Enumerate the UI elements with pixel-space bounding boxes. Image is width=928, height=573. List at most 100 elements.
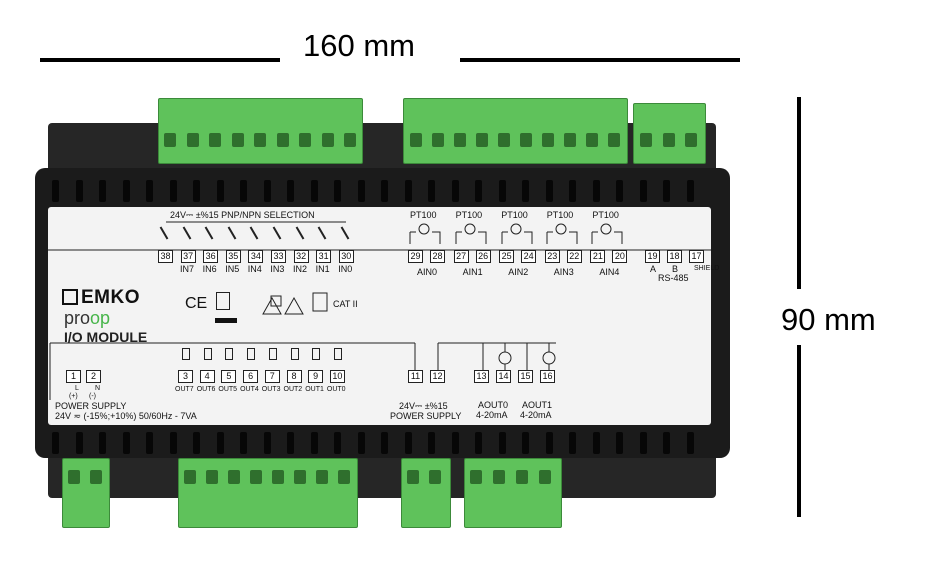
input-terminal-box: 31 bbox=[316, 250, 332, 263]
analog-input-label: AIN2 bbox=[508, 267, 529, 277]
height-dimension-line-top bbox=[797, 97, 801, 289]
vent-slot bbox=[522, 432, 529, 454]
front-label-panel bbox=[48, 207, 711, 425]
input-label: IN2 bbox=[293, 264, 308, 274]
connector-pin bbox=[228, 470, 240, 484]
analog-input-label: AIN1 bbox=[462, 267, 483, 277]
vent-slot bbox=[216, 180, 224, 202]
width-dimension-label: 160 mm bbox=[303, 28, 415, 63]
connector-pin bbox=[542, 133, 554, 147]
vent-slot bbox=[334, 432, 341, 454]
vent-slot bbox=[310, 432, 318, 454]
input-terminal-box: 36 bbox=[203, 250, 219, 263]
connector-aout-bottom bbox=[464, 458, 562, 528]
vent-slot bbox=[569, 180, 576, 202]
vent-slot bbox=[451, 432, 459, 454]
connector-pin bbox=[586, 133, 598, 147]
vent-slot bbox=[404, 432, 412, 454]
connector-analog-inputs-top bbox=[403, 98, 628, 164]
connector-pin bbox=[68, 470, 80, 484]
vent-slot bbox=[545, 180, 553, 202]
vent-slot bbox=[592, 432, 600, 454]
vent-slot bbox=[616, 180, 623, 202]
output-terminal-box: 9 bbox=[308, 370, 324, 383]
vent-slot bbox=[240, 432, 247, 454]
connector-pin bbox=[608, 133, 620, 147]
output-terminal-box: 7 bbox=[264, 370, 280, 383]
vent-slot bbox=[498, 432, 506, 454]
input-terminal-box: 38 bbox=[158, 250, 173, 263]
vent-slot bbox=[193, 180, 200, 202]
connector-pin bbox=[685, 133, 697, 147]
vent-slot bbox=[263, 180, 271, 202]
rs485-title: RS-485 bbox=[658, 273, 689, 283]
analog-input-terminal-box: 24 bbox=[521, 250, 537, 263]
input-terminal-box: 33 bbox=[271, 250, 286, 263]
input-label: IN6 bbox=[202, 264, 217, 274]
connector-pin bbox=[662, 133, 675, 147]
pt100-label: PT100 bbox=[455, 210, 483, 220]
vent-slot bbox=[522, 180, 529, 202]
product-prefix: pro bbox=[64, 308, 91, 328]
input-label: IN5 bbox=[225, 264, 240, 274]
analog-input-terminal-box: 27 bbox=[453, 250, 469, 263]
output-label: OUT0 bbox=[326, 386, 346, 393]
vent-slot bbox=[52, 432, 59, 454]
product-suffix: op bbox=[90, 308, 111, 328]
analog-input-label: AIN0 bbox=[417, 267, 438, 277]
pt100-label: PT100 bbox=[501, 210, 528, 220]
logo-text: EMKO bbox=[81, 287, 140, 308]
supply-terminal-box: 12 bbox=[430, 370, 445, 383]
ce-mark: CE bbox=[185, 295, 208, 312]
height-dimension-line-bottom bbox=[797, 345, 801, 517]
connector-pin bbox=[316, 470, 328, 484]
rs485-terminal-box: 19 bbox=[645, 250, 660, 263]
vent-slot bbox=[146, 432, 153, 454]
aout-range: 4-20mA bbox=[476, 410, 508, 420]
connector-pin bbox=[564, 133, 576, 147]
vent-slot bbox=[428, 432, 435, 454]
analog-input-terminal-box: 23 bbox=[544, 250, 560, 263]
vent-slot bbox=[75, 432, 83, 454]
vent-slot bbox=[475, 180, 482, 202]
cat-rating: CAT II bbox=[333, 299, 358, 309]
product-name: proop bbox=[64, 308, 110, 329]
connector-supply-bottom bbox=[401, 458, 451, 528]
output-label: OUT3 bbox=[261, 386, 281, 393]
output-relay-icon bbox=[312, 348, 321, 360]
input-label: IN1 bbox=[315, 264, 330, 274]
vent-slot bbox=[216, 432, 224, 454]
vent-slot bbox=[146, 180, 153, 202]
vent-slot bbox=[357, 180, 365, 202]
connector-pin bbox=[454, 133, 466, 147]
vent-slot bbox=[592, 180, 600, 202]
connector-pin bbox=[184, 470, 196, 484]
analog-input-terminal-box: 22 bbox=[566, 250, 582, 263]
rs485-terminal-box: 17 bbox=[689, 250, 704, 263]
output-terminal-box: 10 bbox=[329, 370, 345, 383]
emko-logo: EMKO bbox=[62, 287, 140, 309]
connector-pin bbox=[520, 133, 532, 147]
connector-pin bbox=[321, 133, 334, 147]
pt100-label: PT100 bbox=[592, 210, 619, 220]
vent-slot bbox=[357, 432, 365, 454]
vent-slot bbox=[287, 432, 294, 454]
output-label: OUT4 bbox=[240, 386, 259, 393]
vent-slot bbox=[310, 180, 318, 202]
connector-pin bbox=[498, 133, 510, 147]
analog-input-terminal-box: 28 bbox=[430, 250, 445, 263]
connector-outputs-bottom bbox=[178, 458, 358, 528]
vent-slot bbox=[122, 432, 130, 454]
connector-pin bbox=[231, 133, 244, 147]
vent-slot bbox=[99, 432, 106, 454]
connector-pin bbox=[476, 133, 488, 147]
aout-terminal-box: 14 bbox=[496, 370, 511, 383]
power-supply-title: POWER SUPPLY bbox=[55, 401, 127, 411]
output-relay-icon bbox=[182, 348, 190, 360]
output-label: OUT6 bbox=[196, 386, 216, 393]
aout-label: AOUT0 bbox=[478, 400, 509, 410]
module-title: I/O MODULE bbox=[64, 329, 148, 345]
vent-slot bbox=[663, 180, 670, 202]
pt100-label: PT100 bbox=[410, 210, 437, 220]
input-label: IN3 bbox=[270, 264, 285, 274]
